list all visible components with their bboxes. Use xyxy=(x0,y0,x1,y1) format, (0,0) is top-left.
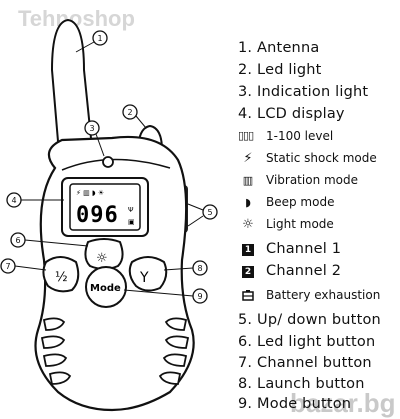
device-diagram: ⚡ ▥ ◗ ☀ 096 Ψ ▣ ☼ ½ Y Mode 1 2 3 xyxy=(0,18,218,412)
launch-button xyxy=(128,256,168,292)
callout-3 xyxy=(84,120,100,136)
antenna xyxy=(50,18,93,166)
svg-text:3: 3 xyxy=(89,124,94,133)
speaker-icon: ◗ xyxy=(245,195,251,209)
legend-channel-button: 7. Channel button xyxy=(238,355,372,371)
svg-text:4: 4 xyxy=(11,196,16,205)
legend-vibration: Vibration mode xyxy=(266,173,359,187)
svg-text:1: 1 xyxy=(97,34,102,43)
lightning-icon: ⚡ xyxy=(243,150,253,166)
svg-text:☼: ☼ xyxy=(96,251,108,266)
legend-beep: Beep mode xyxy=(266,195,335,209)
channel-1-icon: 1 xyxy=(242,244,254,256)
channel-button-label: ½ xyxy=(55,270,68,285)
callout-arrows xyxy=(14,41,204,297)
grip-left xyxy=(40,317,72,385)
level-icon: ▯▯▯ xyxy=(238,129,254,142)
mode-button xyxy=(85,266,127,308)
indication-light xyxy=(102,156,114,168)
legend-channel-1: Channel 1 xyxy=(266,241,342,257)
svg-text:▣: ▣ xyxy=(128,218,135,226)
svg-text:7: 7 xyxy=(5,262,10,271)
legend-light-mode: Light mode xyxy=(266,217,334,231)
legend-launch-button: 8. Launch button xyxy=(238,376,365,392)
legend-antenna: 1. Antenna xyxy=(238,40,320,56)
svg-text:Y: Y xyxy=(139,270,149,286)
svg-text:5: 5 xyxy=(207,208,212,217)
legend-level: 1-100 level xyxy=(266,129,334,143)
legend-static-shock: Static shock mode xyxy=(266,151,377,165)
legend-indication-light: 3. Indication light xyxy=(238,84,369,100)
grip-right xyxy=(158,317,190,385)
lcd-screen xyxy=(69,183,141,231)
watermark-bottom: bazar.bg xyxy=(290,388,396,418)
legend-updown-button: 5. Up/ down button xyxy=(238,312,381,328)
vibration-icon: ▥ xyxy=(242,173,254,187)
legend-led-light-button: 6. Led light button xyxy=(238,334,376,350)
channel-button xyxy=(42,256,80,293)
channel-2-icon: 2 xyxy=(242,266,254,278)
bulb-icon: ☼ xyxy=(242,216,254,232)
svg-text:2: 2 xyxy=(127,108,132,117)
led-light-button xyxy=(84,238,124,270)
callout-2 xyxy=(122,104,138,120)
mode-button-label: Mode xyxy=(90,283,121,294)
lcd-digits: 096 xyxy=(76,203,119,228)
legend-channel-2: Channel 2 xyxy=(266,263,342,279)
svg-text:8: 8 xyxy=(197,264,202,273)
svg-text:9: 9 xyxy=(197,292,202,301)
legend-mode-button: 9. Mode button xyxy=(238,396,352,412)
callout-1 xyxy=(92,30,108,46)
callout-5 xyxy=(202,204,218,220)
legend-lcd-display: 4. LCD display xyxy=(238,106,345,122)
legend-led-light: 2. Led light xyxy=(238,62,322,78)
legend-battery: Battery exhaustion xyxy=(266,288,381,302)
svg-text:Ψ: Ψ xyxy=(128,206,134,214)
battery-icon xyxy=(240,287,256,303)
lcd-icon-row: ⚡ ▥ ◗ ☀ xyxy=(76,189,104,197)
svg-text:6: 6 xyxy=(15,236,20,245)
